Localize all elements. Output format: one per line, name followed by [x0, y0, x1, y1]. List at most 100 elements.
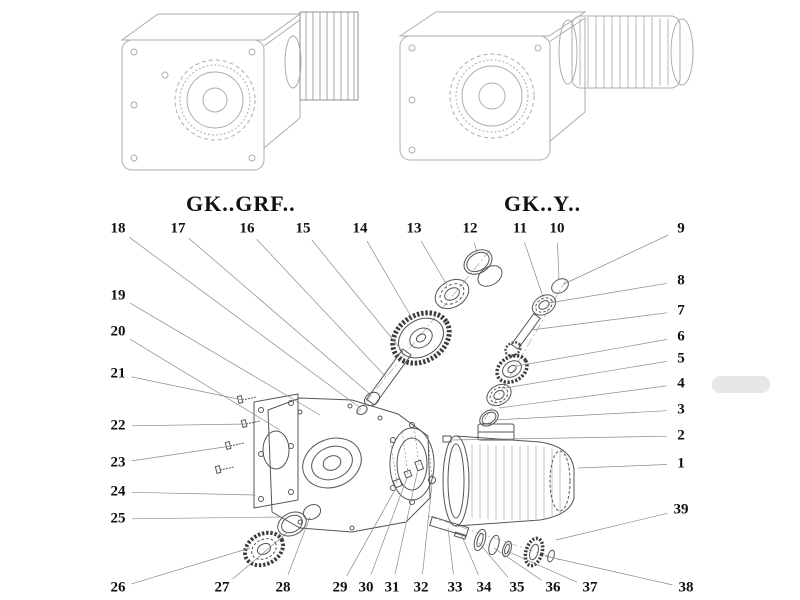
- leader-line-38: [544, 555, 673, 586]
- variant-label-grf: GK..GRF..: [186, 191, 296, 216]
- part-bearing-11: [531, 294, 557, 316]
- leader-line-8: [548, 282, 668, 304]
- leader-line-33: [447, 527, 454, 575]
- leader-line-17: [188, 237, 372, 396]
- leader-line-23: [131, 445, 232, 462]
- leader-line-30: [370, 477, 408, 576]
- part-number-callout-32: 32: [413, 579, 429, 596]
- leader-line-11: [524, 242, 544, 298]
- part-number-callout-27: 27: [214, 579, 230, 596]
- part-number-callout-13: 13: [406, 220, 422, 237]
- leader-line-36: [493, 547, 542, 581]
- part-ring-10: [551, 278, 569, 294]
- part-number-callout-37: 37: [582, 579, 598, 596]
- leader-line-18: [129, 237, 360, 408]
- part-number-callout-38: 38: [678, 579, 694, 596]
- part-screws-21-24: [214, 394, 261, 474]
- part-number-callout-5: 5: [677, 350, 685, 367]
- leader-line-2: [449, 435, 668, 441]
- leader-line-13: [420, 240, 448, 286]
- part-number-callout-8: 8: [677, 272, 685, 289]
- leader-line-6: [516, 339, 668, 367]
- part-plug-2: [442, 435, 452, 443]
- part-flange-plate-20: [253, 393, 299, 509]
- part-number-callout-24: 24: [110, 483, 126, 500]
- leader-line-21: [131, 376, 244, 401]
- variant-label-y: GK..Y..: [504, 191, 582, 216]
- part-motor-1: [442, 423, 575, 527]
- part-number-callout-22: 22: [110, 417, 126, 434]
- part-number-callout-10: 10: [549, 220, 565, 237]
- part-bearing-4: [486, 383, 512, 407]
- leader-line-7: [530, 312, 668, 331]
- part-number-callout-25: 25: [110, 510, 126, 527]
- watermark: [712, 376, 770, 393]
- part-number-callout-7: 7: [677, 302, 685, 319]
- part-number-callout-19: 19: [110, 287, 126, 304]
- leader-line-26: [131, 547, 251, 585]
- part-shaft-stack-33-39: [429, 516, 555, 568]
- part-fittings-29-32: [389, 425, 436, 489]
- part-number-callout-30: 30: [358, 579, 374, 596]
- part-number-callout-14: 14: [352, 220, 368, 237]
- leader-line-5: [504, 360, 668, 389]
- part-number-callout-36: 36: [545, 579, 561, 596]
- leader-line-25: [131, 516, 282, 520]
- part-number-callout-2: 2: [677, 427, 685, 444]
- leader-line-3: [493, 410, 668, 421]
- leader-line-35: [478, 542, 509, 578]
- leader-line-1: [577, 464, 668, 469]
- part-number-callout-18: 18: [110, 220, 126, 237]
- gearbox-y-illustration: [398, 11, 694, 161]
- part-number-callout-26: 26: [110, 579, 126, 596]
- part-gear-14: [390, 310, 452, 366]
- part-number-callout-21: 21: [110, 365, 126, 382]
- part-ring-3: [479, 409, 499, 427]
- part-number-callout-29: 29: [332, 579, 348, 596]
- leader-line-31: [394, 468, 419, 575]
- part-number-callout-16: 16: [239, 220, 255, 237]
- part-number-callout-15: 15: [295, 220, 311, 237]
- part-rings-12: [463, 249, 503, 287]
- part-number-callout-17: 17: [170, 220, 186, 237]
- leader-line-12: [473, 242, 478, 253]
- leader-line-39: [555, 512, 668, 541]
- leader-line-27: [232, 531, 289, 580]
- part-number-callout-39: 39: [673, 501, 689, 518]
- center-axes: [355, 249, 567, 561]
- part-number-callout-4: 4: [677, 375, 685, 392]
- leader-line-32: [422, 483, 433, 575]
- part-gear-6: [495, 354, 529, 384]
- part-bearing-13: [434, 278, 470, 310]
- part-number-callout-31: 31: [384, 579, 400, 596]
- leader-line-15: [311, 239, 404, 353]
- leader-line-28: [287, 516, 311, 576]
- leader-line-19: [129, 302, 321, 416]
- part-number-callout-11: 11: [512, 220, 528, 237]
- part-number-callout-20: 20: [110, 323, 126, 340]
- part-shaft-16: [356, 348, 412, 415]
- part-housing: [267, 397, 435, 533]
- part-pinion-shaft-7: [504, 312, 541, 357]
- part-output-rings: [242, 504, 322, 568]
- motor-illustration: [558, 15, 694, 89]
- leader-line-16: [256, 238, 387, 378]
- part-number-callout-28: 28: [275, 579, 291, 596]
- leader-line-24: [131, 491, 257, 496]
- leader-line-22: [131, 423, 248, 427]
- part-number-callout-3: 3: [677, 401, 685, 418]
- part-number-callout-12: 12: [462, 220, 478, 237]
- part-number-callout-33: 33: [447, 579, 463, 596]
- leader-line-14: [366, 240, 414, 321]
- leader-line-4: [498, 385, 668, 409]
- leader-lines: [129, 234, 673, 586]
- leader-line-37: [506, 550, 578, 583]
- leader-line-34: [460, 533, 479, 576]
- part-number-callout-9: 9: [677, 220, 685, 237]
- leader-line-10: [557, 242, 560, 281]
- part-number-callout-35: 35: [509, 579, 525, 596]
- part-number-callout-6: 6: [677, 328, 685, 345]
- finned-cover: [299, 11, 359, 101]
